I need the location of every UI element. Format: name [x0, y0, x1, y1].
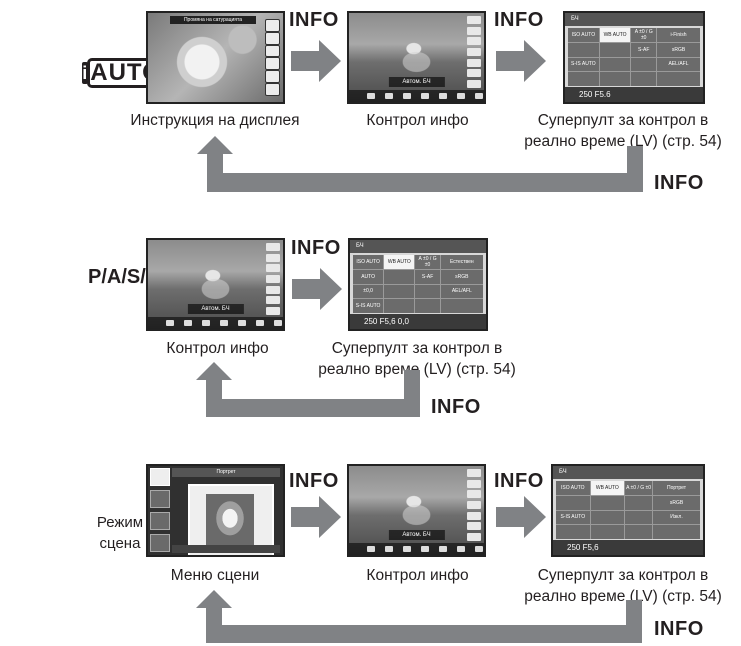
return-arrow-icon — [197, 136, 643, 192]
info-label-r2-2: INFO — [431, 396, 481, 418]
scp-header: БЧ — [565, 13, 703, 26]
scene-menu-screen: Портрет — [146, 464, 285, 557]
info-label-r1-2: INFO — [494, 9, 544, 31]
mode-scene-label: Режим сцена — [96, 514, 144, 552]
scp-footer: 250 F5.6 — [565, 87, 703, 102]
arrow-right-icon — [291, 40, 341, 82]
info-control-screen: Автом. БЧ — [347, 11, 486, 104]
caption-scene-menu: Меню сцени — [170, 567, 260, 584]
mode-iauto-i: i — [82, 62, 89, 84]
info-control-screen-3: Автом. БЧ — [347, 464, 486, 557]
arrow-right-icon — [291, 496, 341, 538]
arrow-right-icon — [496, 496, 546, 538]
live-guide-topbar: Промяна на сатурацията — [170, 16, 256, 24]
return-arrow-icon — [196, 362, 420, 417]
info-label-r1-3: INFO — [654, 172, 704, 194]
scene-menu-title: Портрет — [172, 468, 280, 477]
info-label-r3-1: INFO — [289, 470, 339, 492]
info-control-wb: Автом. БЧ — [388, 77, 445, 87]
arrow-right-icon — [496, 40, 546, 82]
info-label-r1-1: INFO — [289, 9, 339, 31]
info-control-wb-3: Автом. БЧ — [388, 530, 445, 540]
info-label-r3-2: INFO — [494, 470, 544, 492]
info-label-r3-3: INFO — [654, 618, 704, 640]
caption-info-control-3: Контрол инфо — [366, 567, 469, 584]
live-guide-buttons — [265, 19, 280, 96]
mode-pasm-label: P/A/S/M — [88, 266, 163, 288]
caption-super-control-3: Суперпулт за контрол в реално време (LV)… — [524, 567, 722, 605]
caption-super-control: Суперпулт за контрол в реално време (LV)… — [524, 112, 722, 150]
caption-live-guide: Инструкция на дисплея — [130, 112, 300, 129]
portrait-thumbnail — [188, 484, 274, 555]
live-guide-screen: Промяна на сатурацията — [146, 11, 285, 104]
return-arrow-icon — [196, 590, 642, 643]
info-control-screen-2: Автом. БЧ — [146, 238, 285, 331]
arrow-right-icon — [292, 268, 342, 310]
info-label-r2-1: INFO — [291, 237, 341, 259]
caption-super-control-2: Суперпулт за контрол в реално време (LV)… — [318, 340, 516, 378]
caption-info-control: Контрол инфо — [366, 112, 469, 129]
info-control-wb-2: Автом. БЧ — [187, 304, 244, 314]
caption-info-control-2: Контрол инфо — [166, 340, 269, 357]
